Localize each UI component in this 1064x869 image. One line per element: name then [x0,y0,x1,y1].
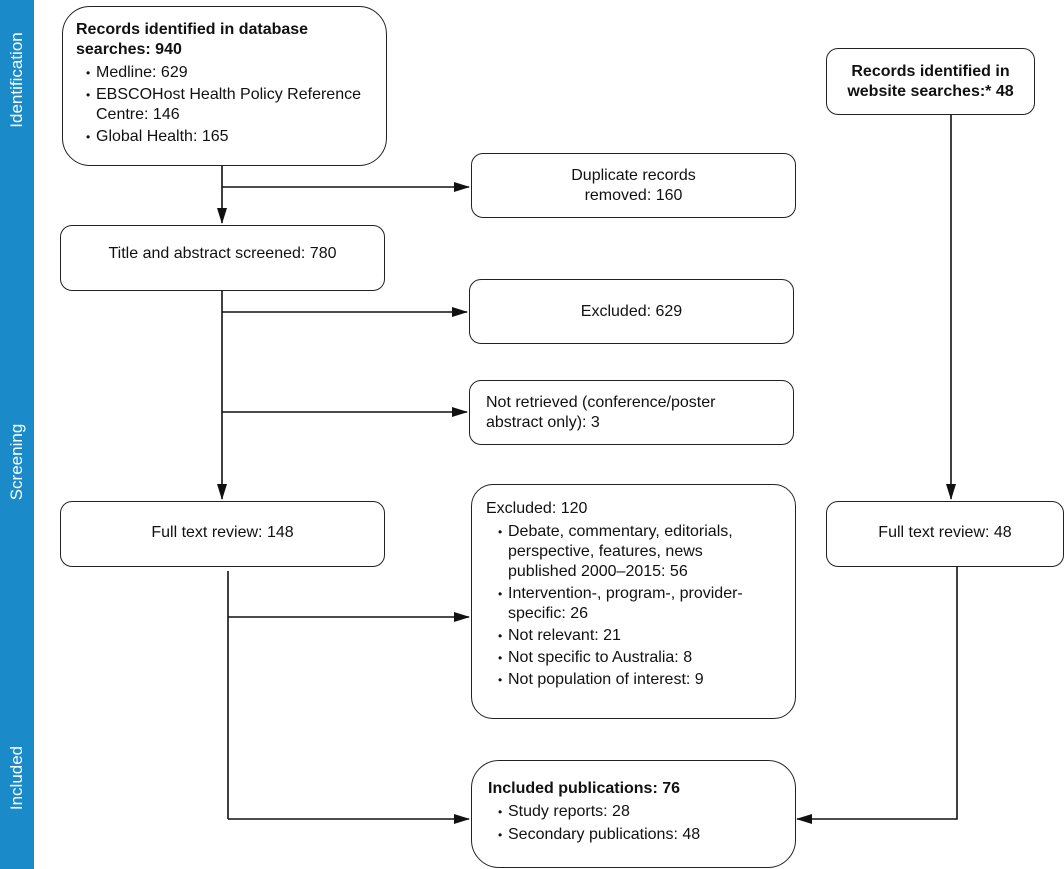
database-item: EBSCOHost Health Policy Reference Centre… [86,85,376,125]
exclusion-reason: Intervention-, program-, provider-specif… [498,584,765,624]
full-text-db-box: Full text review: 148 [60,501,385,567]
title-abstract-box: Title and abstract screened: 780 [60,225,385,291]
included-box: Included publications: 76 Study reports:… [471,760,796,868]
full-text-db-text: Full text review: 148 [151,524,294,541]
database-search-title: Records identified in database searches:… [76,21,309,58]
excluded-full-title: Excluded: 120 [486,500,588,517]
database-search-box: Records identified in database searches:… [62,6,387,166]
website-search-title: Records identified in website searches:*… [847,62,1014,100]
website-search-box: Records identified in website searches:*… [826,48,1035,115]
duplicates-text: Duplicate records removed: 160 [571,166,696,204]
exclusion-reason: Not specific to Australia: 8 [498,648,765,668]
included-item: Secondary publications: 48 [498,825,785,845]
excluded-screen-text: Excluded: 629 [580,302,683,320]
full-text-web-box: Full text review: 48 [826,501,1064,567]
phase-sidebar: Identification Screening Included [0,0,34,869]
database-item: Global Health: 165 [86,127,376,147]
exclusion-reason: Not population of interest: 9 [498,670,765,690]
title-abstract-text: Title and abstract screened: 780 [108,245,337,262]
duplicates-box: Duplicate records removed: 160 [471,153,796,218]
excluded-screen-box: Excluded: 629 [469,279,794,344]
not-retrieved-text: Not retrieved (conference/poster abstrac… [486,394,716,431]
database-item: Medline: 629 [86,63,376,83]
included-title: Included publications: 76 [488,780,681,797]
full-text-web-text: Full text review: 48 [878,524,1012,541]
included-item: Study reports: 28 [498,802,785,822]
exclusion-reason: Not relevant: 21 [498,626,765,646]
exclusion-reason: Debate, commentary, editorials, perspect… [498,522,765,582]
not-retrieved-box: Not retrieved (conference/poster abstrac… [469,380,794,445]
excluded-full-box: Excluded: 120 Debate, commentary, editor… [471,484,796,719]
arrow-web-to-included [796,567,958,824]
